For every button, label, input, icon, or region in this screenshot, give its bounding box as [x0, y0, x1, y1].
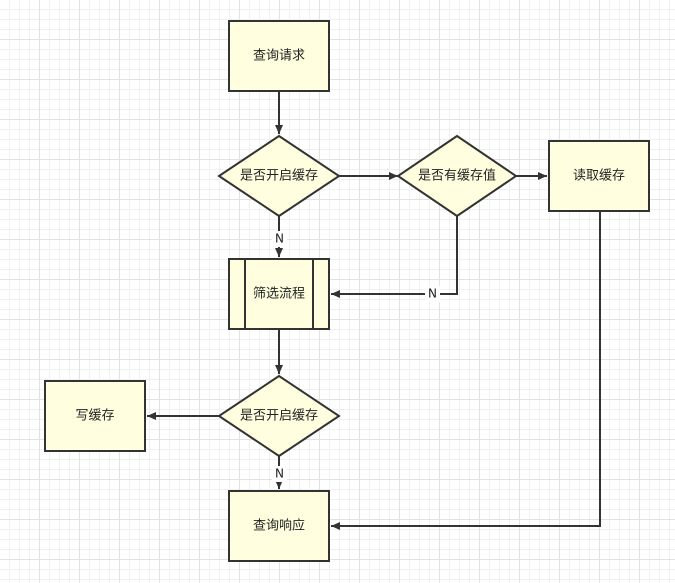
- node-has-cache-value-label: 是否有缓存值: [418, 168, 496, 184]
- node-cache-enabled-2-label: 是否开启缓存: [240, 409, 318, 424]
- node-query-response[interactable]: 查询响应: [228, 490, 330, 562]
- node-cache-enabled-decision[interactable]: 是否开启缓存: [217, 134, 341, 218]
- node-query-response-label: 查询响应: [253, 518, 305, 534]
- node-read-cache[interactable]: 读取缓存: [548, 140, 650, 212]
- node-write-cache-label: 写缓存: [75, 409, 114, 424]
- node-has-cache-value-decision[interactable]: 是否有缓存值: [396, 134, 518, 218]
- edge-has-value-to-filter: [331, 216, 458, 298]
- edge-read-cache-to-response: [331, 211, 601, 530]
- edges: [147, 91, 601, 530]
- node-cache-enabled-decision-2[interactable]: 是否开启缓存: [217, 374, 341, 458]
- node-query-request[interactable]: 查询请求: [228, 20, 330, 92]
- node-filter-process-label: 筛选流程: [253, 287, 305, 302]
- node-filter-process[interactable]: 筛选流程: [228, 258, 330, 330]
- node-query-request-label: 查询请求: [253, 49, 305, 64]
- edge-labels: N N N: [272, 231, 440, 482]
- node-write-cache[interactable]: 写缓存: [44, 380, 146, 452]
- node-cache-enabled-label: 是否开启缓存: [240, 169, 318, 184]
- edge-label-cache-enabled-no: N: [275, 232, 284, 246]
- node-read-cache-label: 读取缓存: [573, 169, 625, 184]
- edge-label-has-value-no: N: [428, 287, 437, 301]
- edge-label-cache-enabled-2-no: N: [275, 467, 284, 481]
